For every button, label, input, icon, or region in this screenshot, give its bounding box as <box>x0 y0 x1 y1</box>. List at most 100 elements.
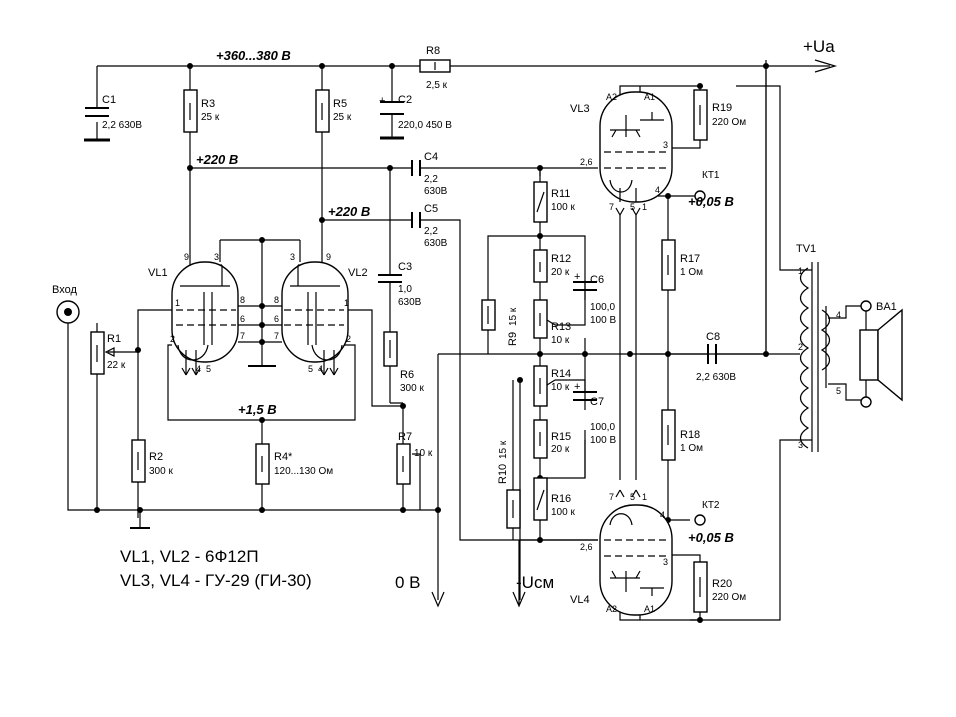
r8-value: 2,5 к <box>426 80 448 91</box>
kt2-label: КТ2 <box>702 500 720 511</box>
tube-vl2 <box>262 261 349 375</box>
tube-vl3 <box>599 91 673 203</box>
r12-label: R12 <box>551 253 571 265</box>
vl2-pin-8: 8 <box>274 295 279 305</box>
vl4-pin-7: 7 <box>609 492 614 502</box>
r2-label: R2 <box>149 451 163 463</box>
vl4-pin-a2: A2 <box>606 604 617 614</box>
vl1-pin-9: 9 <box>184 252 189 262</box>
r4-label: R4* <box>274 451 293 463</box>
heater-arrows <box>181 207 641 498</box>
rail-220-a: +220 В <box>196 152 238 167</box>
rail-neg-bias: -Uсм <box>516 573 554 592</box>
resistors <box>90 59 708 613</box>
r15-label: R15 <box>551 431 571 443</box>
r11-label: R11 <box>551 188 570 200</box>
c6-value: 100,0 <box>590 302 615 313</box>
capacitor-c7 <box>573 391 597 401</box>
r20-label: R20 <box>712 578 732 590</box>
vl1-pin-2: 2 <box>170 334 175 344</box>
r17-label: R17 <box>680 253 700 265</box>
r12-value: 20 к <box>551 267 570 278</box>
capacitor-c8 <box>707 344 717 364</box>
vl3-pin-5: 5 <box>630 202 635 212</box>
c5-label: C5 <box>424 203 438 215</box>
r7-value: 10 к <box>414 448 433 459</box>
input-jack <box>56 300 80 324</box>
vl2-pin-3: 3 <box>290 252 295 262</box>
capacitor-c6 <box>573 281 597 291</box>
input-label: Вход <box>52 284 77 296</box>
svg-text:+: + <box>574 381 580 393</box>
tube-vl4 <box>599 504 673 616</box>
c8-label: C8 <box>706 331 720 343</box>
transformer-tv1 <box>799 262 831 452</box>
c1-label: C1 <box>102 94 116 106</box>
supply-arrows <box>431 540 526 608</box>
r1-label: R1 <box>107 333 121 345</box>
vl3-pin-1: 1 <box>642 202 647 212</box>
tv1-pin-2: 2 <box>798 342 803 352</box>
r1-value: 22 к <box>107 360 126 371</box>
r8-label: R8 <box>426 45 440 57</box>
vl4-pin-1: 1 <box>642 492 647 502</box>
vl1-pin-5: 5 <box>206 364 211 374</box>
tv1-pin-5: 5 <box>836 386 841 396</box>
vl2-pin-6: 6 <box>274 314 279 324</box>
c4-value2: 630В <box>424 186 448 197</box>
c8-value: 2,2 630В <box>696 372 736 383</box>
c7-value: 100,0 <box>590 422 615 433</box>
r4-value: 120...130 Ом <box>274 466 333 477</box>
r14-label: R14 <box>551 368 571 380</box>
r19-label: R19 <box>712 102 732 114</box>
r17-value: 1 Ом <box>680 267 703 278</box>
vl1-pin-8: 8 <box>240 295 245 305</box>
r15-value: 20 к <box>551 444 570 455</box>
tv1-pin-1: 1 <box>798 266 803 276</box>
r11-value: 100 к <box>551 202 575 213</box>
r18-label: R18 <box>680 429 700 441</box>
r10-label: R10 <box>497 464 509 484</box>
vl2-pin-9: 9 <box>326 252 331 262</box>
capacitor-c4 <box>411 160 421 176</box>
kt2-level: +0,05 В <box>688 530 734 545</box>
r16-label: R16 <box>551 493 571 505</box>
test-points <box>694 190 706 526</box>
r7-label: R7 <box>398 431 412 443</box>
capacitor-c3 <box>378 274 402 283</box>
c5-value2: 630В <box>424 238 448 249</box>
vl2-pin-7: 7 <box>274 331 279 341</box>
svg-text:+: + <box>379 95 385 107</box>
capacitor-c1 <box>85 107 109 117</box>
vl1-pin-1: 1 <box>175 298 180 308</box>
tv1-pin-3: 3 <box>798 440 803 450</box>
test-point-kt1 <box>694 190 706 202</box>
capacitors: + + + <box>84 95 717 401</box>
c3-label: C3 <box>398 261 412 273</box>
capacitor-c2 <box>380 101 404 115</box>
r18-value: 1 Ом <box>680 443 703 454</box>
vl3-pin-26: 2,6 <box>580 157 593 167</box>
r19-value: 220 Ом <box>712 117 746 128</box>
vl1-pin-6: 6 <box>240 314 245 324</box>
vl1-pin-4: 4 <box>196 364 201 374</box>
c7-value2: 100 В <box>590 435 616 446</box>
vl4-pin-4: 4 <box>660 510 665 520</box>
rail-ua: +Ua <box>803 37 835 56</box>
c3-value: 1,0 <box>398 284 412 295</box>
r5-label: R5 <box>333 98 347 110</box>
rail-cathode-bias: +1,5 В <box>238 402 277 417</box>
c1-value: 2,2 630В <box>102 120 142 131</box>
test-point-kt2 <box>694 514 706 526</box>
r13-label: R13 <box>551 321 571 333</box>
c6-value2: 100 В <box>590 315 616 326</box>
vl3-pin-4: 4 <box>655 185 660 195</box>
vl4-pin-a1: A1 <box>644 604 655 614</box>
vl4-pin-3: 3 <box>663 557 668 567</box>
tv1-label: TV1 <box>796 243 816 255</box>
vl2-pin-2: 2 <box>346 334 351 344</box>
r2-value: 300 к <box>149 466 173 477</box>
vl1-label: VL1 <box>148 267 168 279</box>
vl2-pin-5: 5 <box>308 364 313 374</box>
